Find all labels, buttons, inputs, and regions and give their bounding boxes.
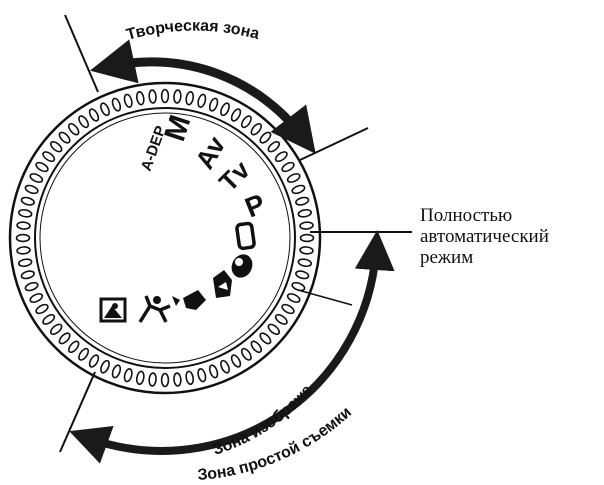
landscape-icon [213,270,232,298]
dial-tooth [67,122,80,136]
divider-line-top-left [64,14,99,93]
dial-tooth [148,372,157,387]
dial-tooth [67,340,80,354]
dial-tooth [42,313,56,325]
dial-tooth [148,89,157,104]
dial-tooth [173,89,182,104]
full-auto-mode-icon [235,221,256,251]
dial-tooth [17,258,33,268]
dial-tooth [281,161,295,173]
dial-tooth [291,281,306,292]
mode-p: P [241,188,270,224]
dial-tooth [281,303,295,315]
dial-tooth [160,88,170,104]
dial-tooth [185,370,195,386]
dial-tooth [135,90,145,106]
divider-line-top-right [299,127,369,161]
dial-tooth [286,173,301,183]
portrait-icon [231,254,253,278]
dial-tooth [135,370,145,386]
dial-tooth [299,221,314,230]
dial-tooth [297,258,313,268]
dial-tooth [29,173,44,183]
sports-icon [138,295,171,323]
dial-tooth [78,115,90,129]
dial-tooth [197,368,207,383]
dial-tooth [259,332,272,345]
dial-tooth [230,108,242,122]
dial-tooth [35,161,49,173]
dial-tooth [20,270,35,280]
dial-tooth [299,246,314,255]
full-auto-mode-label: Полностью автоматический режим [420,205,604,268]
dial-tooth [29,293,44,303]
dial-tooth [88,108,100,122]
dial-tooth [267,140,281,153]
dial-tooth [16,221,31,230]
creative-zone-arrow [89,39,316,154]
dial-tooth [111,97,122,112]
dial-tooth [299,233,315,243]
dial-tooth [58,131,71,144]
dial-tooth [297,208,313,218]
full-auto-line-1: Полностью [420,205,513,226]
dial-tooth [20,196,35,206]
dial-tooth [88,354,100,368]
dial-tooth [16,246,31,255]
dial-tooth [208,97,219,112]
dial-tooth [185,90,195,106]
dial-tooth [15,233,31,243]
dial-tooth [123,368,133,383]
dial-mode-labels: A-DEP M Av Tv P [138,111,270,251]
dial-tooth [259,131,272,144]
dial-tooth [49,323,63,336]
dial-tooth [58,332,71,345]
dial-tooth [295,196,310,206]
dial-tooth [160,372,170,388]
dial-tooth [173,372,182,387]
dial-tooth [24,281,39,292]
dial-tooth [123,93,133,108]
dial-tooth [220,102,230,117]
dial-tooth [267,323,281,336]
dial-tooth [274,313,288,325]
image-zone-label: Зона изображений [0,0,316,459]
dial-tooth [230,354,242,368]
dial-tooth [24,184,39,195]
dial-tooth [286,293,301,303]
dial-inner-ring [34,107,296,369]
creative-zone-label: Творческая зона [125,18,262,44]
dial-tooth [111,364,122,379]
dial-tooth [274,151,288,163]
dial-scene-icons [99,254,253,323]
close-up-icon [99,297,127,323]
dial-tooth [295,270,310,280]
dial-tooth [78,347,90,361]
dial-tooth [197,93,207,108]
night-portrait-icon [172,290,206,310]
dial-tooth [100,359,110,374]
dial-tooth [240,347,252,361]
dial-tooth [240,115,252,129]
full-auto-line-3: режим [420,247,474,268]
dial-tooth [250,340,263,354]
dial-tooth [49,140,63,153]
full-auto-line-2: автоматический [420,226,549,247]
basic-zone-arrow [69,230,395,464]
dial-tooth [42,151,56,163]
dial-tooth [220,359,230,374]
dial-tooth [250,122,263,136]
dial-tooth [100,102,110,117]
dial-tooth [291,184,306,195]
dial-tooth [35,303,49,315]
dial-tooth [17,208,33,218]
dial-tooth [208,364,219,379]
